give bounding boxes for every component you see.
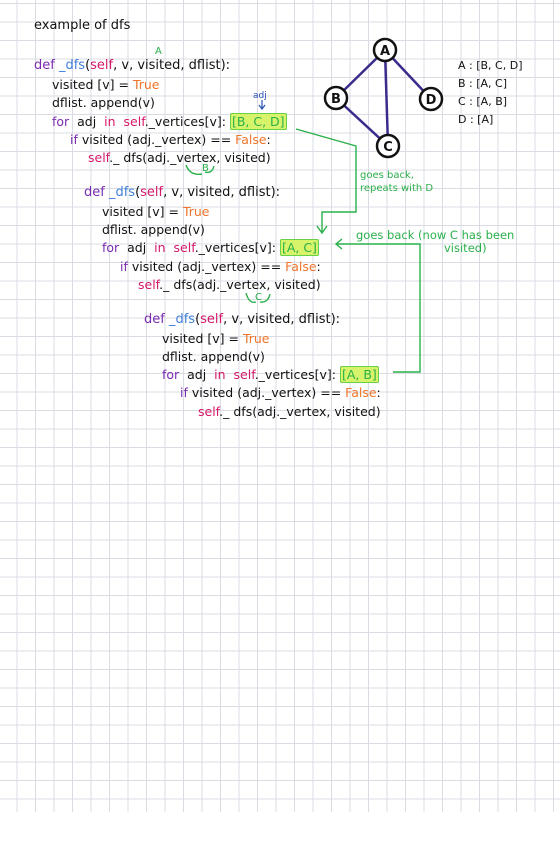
adj-annotation: adj <box>253 91 267 101</box>
node-b <box>323 85 349 111</box>
note-goes-back-now-line1: goes back (now C has been <box>356 228 515 242</box>
node-c <box>375 133 401 159</box>
node-d <box>418 86 444 112</box>
node-label-a: A <box>380 44 390 59</box>
level1-adj-list-highlight: [B, C, D] <box>229 113 287 130</box>
note-goes-back-line1: goes back, <box>360 170 414 181</box>
arrow-goes-back-repeats <box>295 128 357 232</box>
node-label-c: C <box>383 140 393 155</box>
v-annotation: A <box>155 46 162 57</box>
level3-adj-list-highlight: [A, B] <box>339 366 379 383</box>
level1-visited-line: visited [v] = True <box>52 77 160 92</box>
edge-a-c <box>383 49 390 147</box>
call-hook-c-left <box>245 292 257 303</box>
level3-append-line: dflist. append(v) <box>162 349 265 364</box>
level2-def-line: def _dfs(self, v, visited, dflist): <box>84 185 281 200</box>
level2-if-line: if visited (adj._vertex) == False: <box>120 259 321 274</box>
node-a <box>372 37 398 63</box>
level2-for-line: for adj in self._vertices[v]: [A, C] <box>102 239 319 256</box>
arrow-goes-back-now <box>336 243 421 373</box>
level3-for-line: for adj in self._vertices[v]: [A, B] <box>162 366 379 383</box>
level2-adj-list-highlight: [A, C] <box>279 239 319 256</box>
call-hook-c-right <box>259 293 271 303</box>
level1-for-line: for adj in self._vertices[v]: [B, C, D] <box>52 113 287 130</box>
level2-visited-line: visited [v] = True <box>102 204 210 219</box>
adjacency-entry-c: C : [A, B] <box>458 95 508 108</box>
call-hook-b-left <box>185 164 203 175</box>
call-hook-b-right <box>204 165 215 174</box>
adjacency-entry-b: B : [A, C] <box>458 77 508 90</box>
node-label-d: D <box>426 93 437 108</box>
call-annotation-c: C <box>255 292 262 303</box>
level1-if-line: if visited (adj._vertex) == False: <box>70 132 271 147</box>
level1-def-line: def _dfs(self, v, visited, dflist): <box>34 58 231 73</box>
level3-call-line: self._ dfs(adj._vertex, visited) <box>198 404 381 419</box>
note-goes-back-now-line2: visited) <box>444 241 487 255</box>
node-label-b: B <box>331 92 341 107</box>
level3-def-line: def _dfs(self, v, visited, dflist): <box>144 312 341 327</box>
level1-call-line: self._ dfs(adj._vertex, visited) <box>88 150 271 165</box>
adjacency-entry-a: A : [B, C, D] <box>458 59 523 72</box>
note-goes-back-line2: repeats with D <box>360 183 434 194</box>
level2-append-line: dflist. append(v) <box>102 222 205 237</box>
page-bottom-margin <box>0 812 560 848</box>
arrow-head-2 <box>334 238 343 250</box>
call-annotation-b: B <box>202 163 209 174</box>
adjacency-entry-d: D : [A] <box>458 113 494 126</box>
level1-append-line: dflist. append(v) <box>52 95 155 110</box>
level3-if-line: if visited (adj._vertex) == False: <box>180 385 381 400</box>
arrow-head-1 <box>316 225 328 235</box>
level3-visited-line: visited [v] = True <box>162 331 270 346</box>
level2-call-line: self._ dfs(adj._vertex, visited) <box>138 277 321 292</box>
page-title: example of dfs <box>34 18 131 33</box>
adj-arrow-head <box>258 104 266 110</box>
